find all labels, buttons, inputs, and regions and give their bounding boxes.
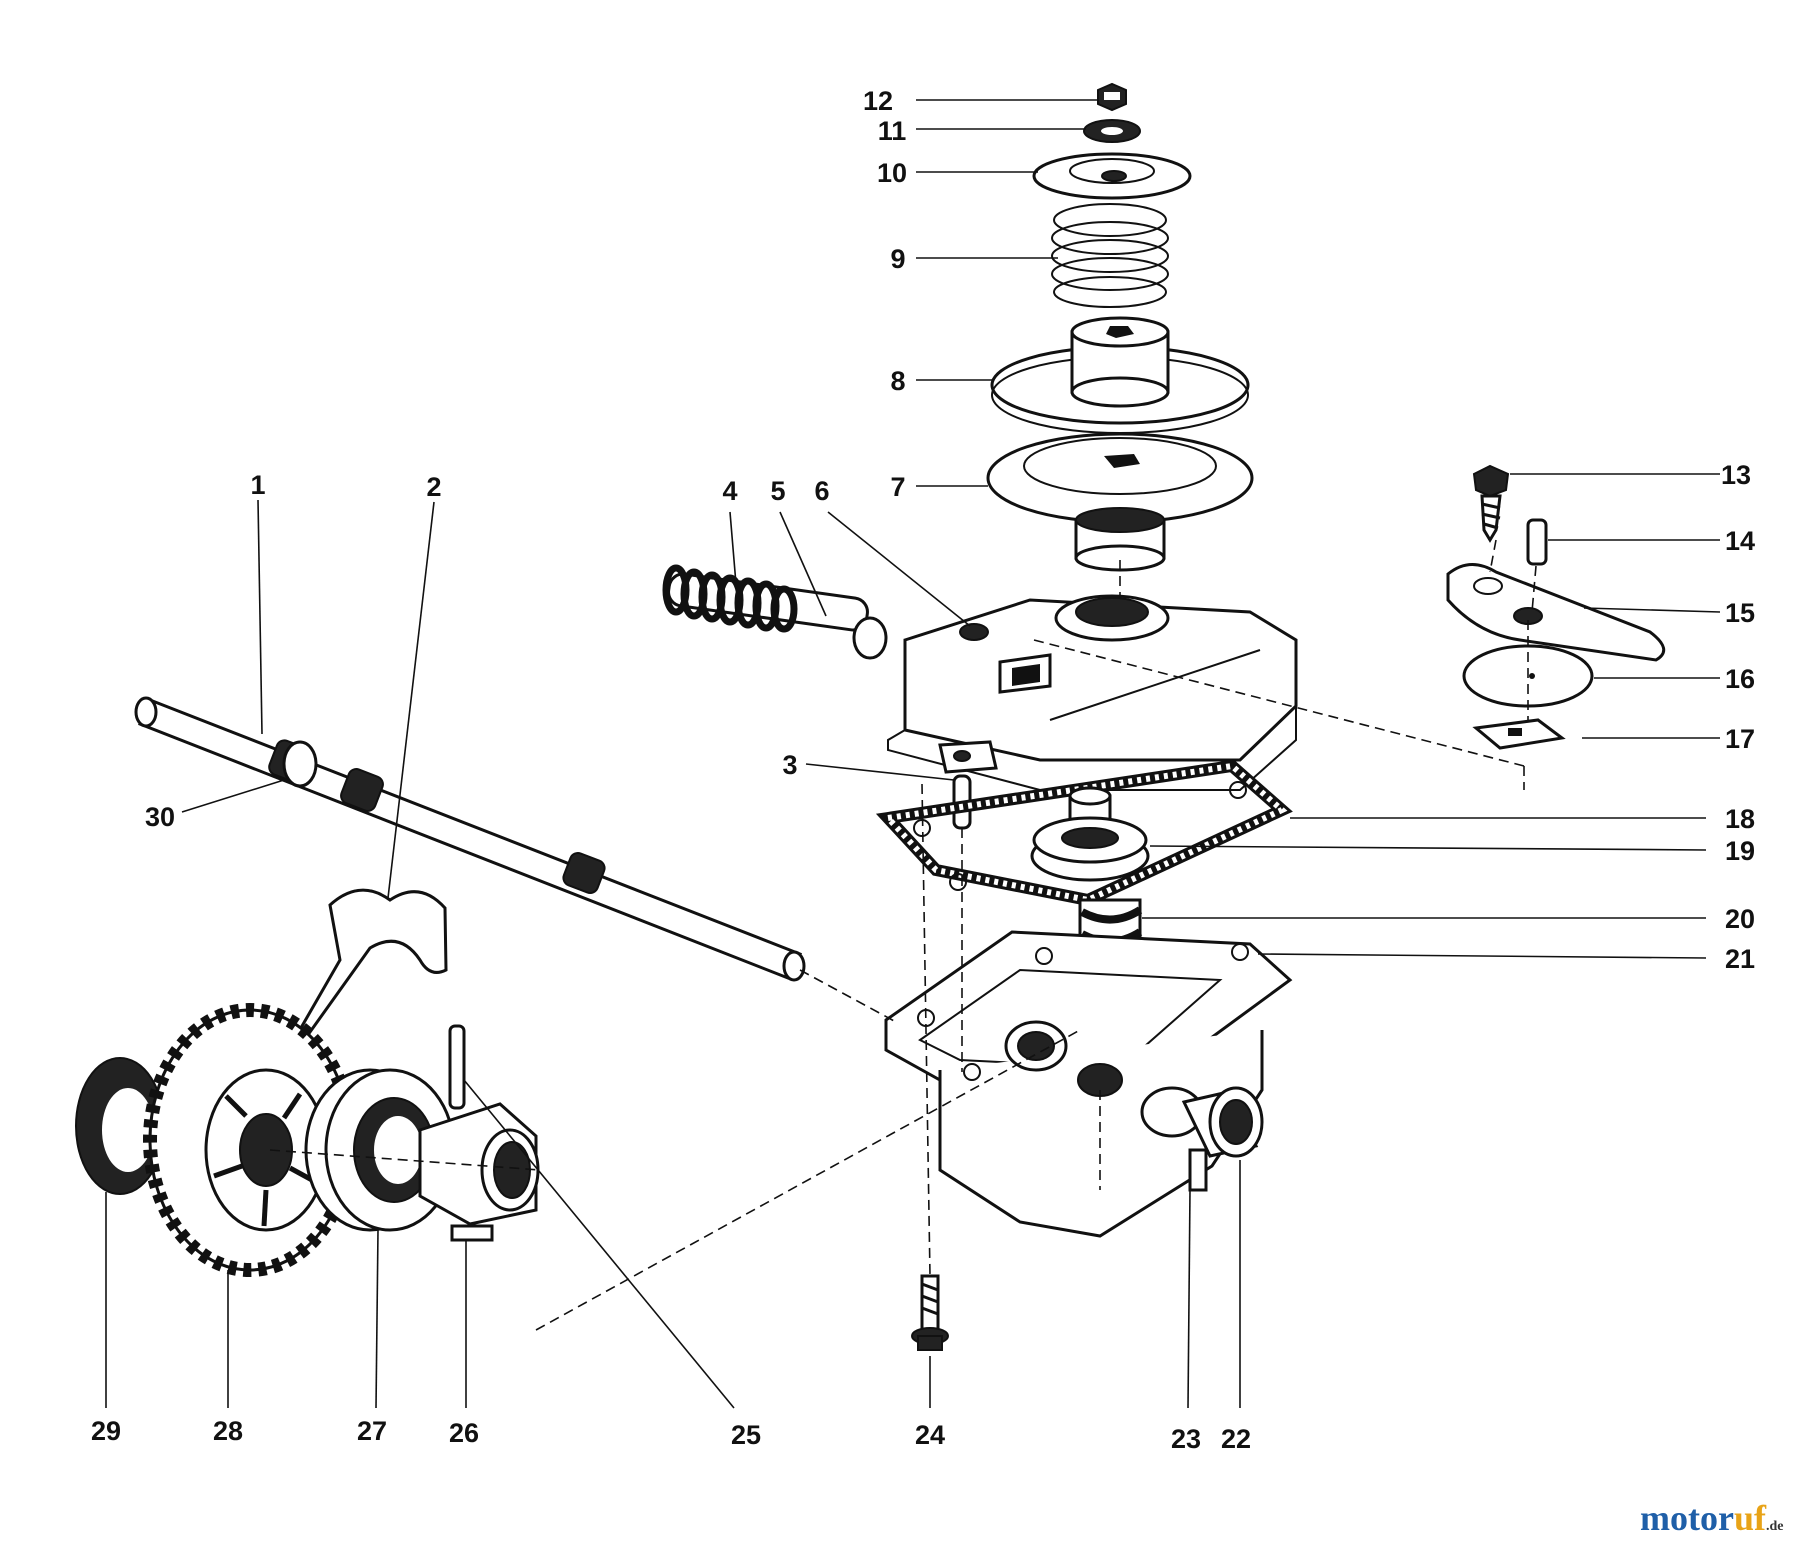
callout-23: 23 bbox=[1171, 1424, 1201, 1454]
watermark-logo: motoruf.de bbox=[1640, 1498, 1783, 1538]
callout-11: 11 bbox=[878, 116, 907, 146]
callout-16: 16 bbox=[1725, 664, 1755, 694]
part-30-bushing bbox=[282, 740, 318, 788]
callout-17: 17 bbox=[1725, 724, 1755, 754]
part-27-clutch-collar bbox=[304, 1068, 456, 1232]
callout-1: 1 bbox=[250, 470, 265, 500]
callout-26: 26 bbox=[449, 1418, 479, 1448]
part-14-pin bbox=[1526, 518, 1548, 566]
svg-text:motoruf.de: motoruf.de bbox=[1640, 1498, 1783, 1538]
part-12-nut bbox=[1097, 82, 1127, 112]
part-29-thrust-washer bbox=[75, 1057, 165, 1195]
part-24-screw bbox=[911, 1274, 949, 1351]
callout-3: 3 bbox=[782, 750, 797, 780]
part-21-gear-case bbox=[884, 930, 1293, 1238]
callout-labels: 12 11 10 9 8 7 4 5 6 1 2 3 30 13 14 15 1… bbox=[91, 86, 1755, 1454]
callout-6: 6 bbox=[814, 476, 829, 506]
part-1-shaft bbox=[134, 696, 806, 982]
callout-24: 24 bbox=[915, 1420, 945, 1450]
watermark-suffix: .de bbox=[1766, 1519, 1784, 1534]
part-9-spring bbox=[1051, 203, 1169, 308]
callout-25: 25 bbox=[731, 1420, 761, 1450]
callout-8: 8 bbox=[890, 366, 905, 396]
part-23-plug bbox=[1188, 1148, 1208, 1192]
part-11-washer bbox=[1083, 119, 1141, 143]
part-26-clutch-dog bbox=[418, 1102, 540, 1242]
callout-4: 4 bbox=[722, 476, 737, 506]
callout-15: 15 bbox=[1725, 598, 1755, 628]
part-13-bolt bbox=[1472, 464, 1510, 543]
part-15-lever bbox=[1446, 563, 1666, 662]
callout-13: 13 bbox=[1721, 460, 1751, 490]
callout-27: 27 bbox=[357, 1416, 387, 1446]
part-22-bushing bbox=[1181, 1086, 1264, 1158]
part-18-gasket bbox=[875, 759, 1293, 907]
part-4-5-shaft-spring bbox=[662, 564, 888, 660]
callout-14: 14 bbox=[1725, 526, 1755, 556]
callout-19: 19 bbox=[1725, 836, 1755, 866]
part-25-pin bbox=[448, 1024, 466, 1110]
callout-10: 10 bbox=[877, 158, 907, 188]
callout-7: 7 bbox=[890, 472, 905, 502]
leader-lines bbox=[105, 99, 1721, 1409]
callout-30: 30 bbox=[145, 802, 175, 832]
part-19-bearing bbox=[1030, 786, 1150, 882]
watermark-part1: motor bbox=[1640, 1498, 1734, 1538]
callout-12: 12 bbox=[863, 86, 893, 116]
part-8-pulley-half-upper bbox=[990, 316, 1250, 434]
part-17-pad bbox=[1472, 718, 1566, 750]
watermark-part2: uf bbox=[1734, 1498, 1767, 1538]
callout-21: 21 bbox=[1725, 944, 1755, 974]
part-7-pulley-half-lower bbox=[986, 432, 1254, 572]
callout-9: 9 bbox=[890, 244, 905, 274]
part-10-spring-cup bbox=[1032, 152, 1192, 200]
callout-22: 22 bbox=[1221, 1424, 1251, 1454]
callout-2: 2 bbox=[426, 472, 441, 502]
callout-20: 20 bbox=[1725, 904, 1755, 934]
part-2-shift-fork bbox=[290, 888, 448, 1055]
callout-5: 5 bbox=[770, 476, 785, 506]
callout-28: 28 bbox=[213, 1416, 243, 1446]
callout-29: 29 bbox=[91, 1416, 121, 1446]
callout-18: 18 bbox=[1725, 804, 1755, 834]
upper-housing-cover bbox=[887, 594, 1298, 791]
